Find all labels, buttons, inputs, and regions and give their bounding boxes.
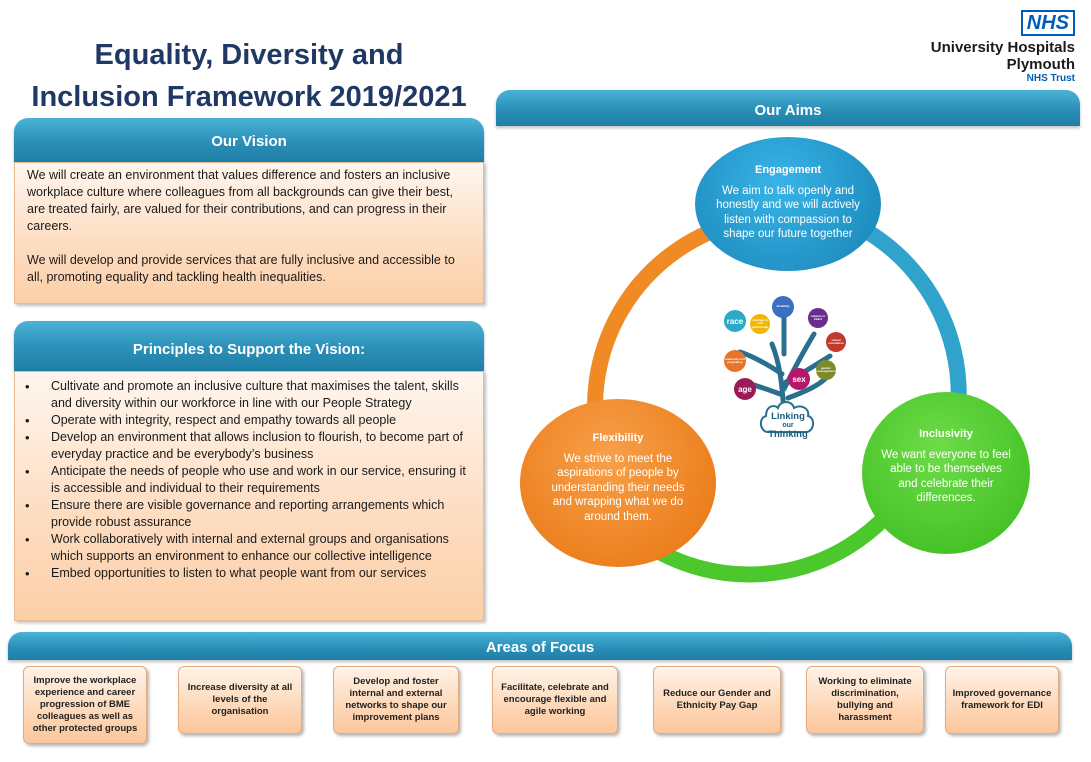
logo-line-2: Plymouth: [1006, 56, 1075, 73]
inclusivity-title: Inclusivity: [919, 428, 973, 440]
tree-caption-line-2: our: [782, 422, 794, 429]
inclusivity-text: We want everyone to feel able to be them…: [881, 448, 1011, 505]
tree-leaf: marriage & civil partnership: [750, 314, 770, 334]
principles-heading: Principles to Support the Vision:: [132, 341, 366, 358]
flexibility-title: Flexibility: [592, 432, 644, 444]
principle-item: Develop an environment that allows inclu…: [17, 429, 473, 463]
focus-header: Areas of Focus: [8, 632, 1072, 660]
logo-line-3: NHS Trust: [1026, 73, 1075, 84]
tree-caption: Linking our Thinking: [722, 411, 854, 440]
principle-item: Operate with integrity, respect and empa…: [17, 412, 473, 429]
principle-item: Work collaboratively with internal and e…: [17, 531, 473, 565]
vision-heading: Our Vision: [211, 133, 287, 150]
vision-box: We will create an environment that value…: [14, 162, 484, 304]
tree-leaf: gender reassignment: [816, 360, 836, 380]
flexibility-circle: Flexibility We strive to meet the aspira…: [520, 399, 716, 567]
inclusivity-circle: Inclusivity We want everyone to feel abl…: [862, 392, 1030, 554]
vision-header: Our Vision: [14, 118, 484, 162]
aims-heading: Our Aims: [754, 102, 822, 119]
nhs-logo: NHS University Hospitals Plymouth NHS Tr…: [905, 10, 1075, 85]
tree-graphic: [737, 305, 833, 433]
engagement-title: Engagement: [754, 164, 821, 176]
tree-leaf: age: [734, 378, 756, 400]
principle-item: Cultivate and promote an inclusive cultu…: [17, 378, 473, 412]
title-line-1: Equality, Diversity and: [94, 39, 404, 71]
focus-item: Improve the workplace experience and car…: [23, 666, 147, 744]
nhs-badge: NHS: [1020, 10, 1075, 36]
focus-item: Increase diversity at all levels of the …: [178, 666, 302, 734]
principles-header: Principles to Support the Vision:: [14, 321, 484, 371]
tree-caption-line-3: Thinking: [768, 429, 808, 440]
focus-item: Facilitate, celebrate and encourage flex…: [492, 666, 618, 734]
principles-box: Cultivate and promote an inclusive cultu…: [14, 371, 484, 621]
page-title: Equality, Diversity and Inclusion Framew…: [10, 34, 488, 118]
title-line-2: Inclusion Framework 2019/2021: [31, 81, 467, 113]
aims-header: Our Aims: [496, 90, 1080, 126]
tree-leaf: disability: [772, 296, 794, 318]
vision-paragraph-2: We will develop and provide services tha…: [27, 253, 455, 284]
tree-leaf: race: [724, 310, 746, 332]
focus-item: Reduce our Gender and Ethnicity Pay Gap: [653, 666, 781, 734]
tree-leaf: sex: [788, 368, 810, 390]
principle-item: Ensure there are visible governance and …: [17, 497, 473, 531]
logo-line-1: University Hospitals: [930, 39, 1075, 56]
focus-item: Develop and foster internal and external…: [333, 666, 459, 734]
tree-leaf: sexual orientation: [826, 332, 846, 352]
engagement-text: We aim to talk openly and honestly and w…: [716, 184, 860, 241]
principle-item: Anticipate the needs of people who use a…: [17, 463, 473, 497]
tree-leaf: religion or belief: [808, 308, 828, 328]
engagement-circle: Engagement We aim to talk openly and hon…: [695, 137, 881, 271]
flexibility-text: We strive to meet the aspirations of peo…: [551, 452, 685, 523]
focus-item: Working to eliminate discrimination, bul…: [806, 666, 924, 734]
focus-item: Improved governance framework for EDI: [945, 666, 1059, 734]
focus-heading: Areas of Focus: [485, 639, 595, 656]
vision-paragraph-1: We will create an environment that value…: [27, 168, 453, 233]
principle-item: Embed opportunities to listen to what pe…: [17, 565, 473, 582]
principles-list: Cultivate and promote an inclusive cultu…: [17, 378, 473, 582]
tree-caption-line-1: Linking: [771, 411, 805, 422]
tree-leaf: maternity and pregnancy: [724, 350, 746, 372]
